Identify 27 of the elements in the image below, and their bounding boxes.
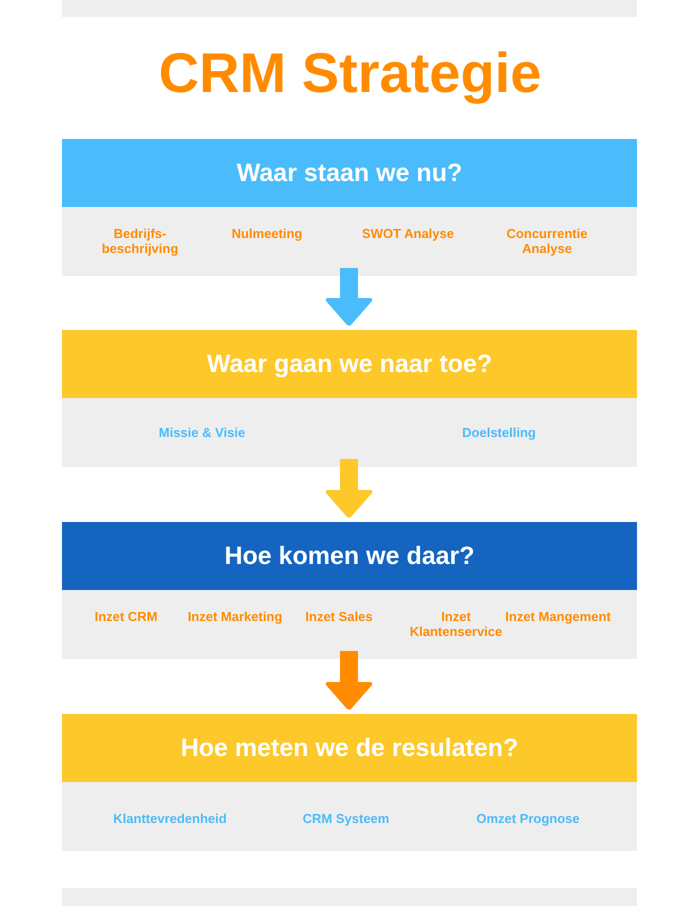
content-panel <box>62 782 637 851</box>
item-label: Nulmeeting <box>230 226 304 241</box>
item-label: Inzet Sales <box>304 609 374 624</box>
item-label: Inzet Mangement <box>504 609 612 624</box>
item-label: Doelstelling <box>461 425 537 440</box>
item-label: Inzet Marketing <box>186 609 284 624</box>
content-panel <box>62 590 637 659</box>
section-header <box>62 139 637 207</box>
title: CRM Strategie <box>158 40 542 105</box>
item-label: Missie & Visie <box>158 425 246 440</box>
item-label: Concurrentie Analyse <box>506 226 588 256</box>
section-title: Waar gaan we naar toe? <box>206 350 492 378</box>
item-label: SWOT Analyse <box>361 226 455 241</box>
content-panel <box>62 398 637 467</box>
section-header <box>62 522 637 590</box>
item-label: CRM Systeem <box>302 811 390 826</box>
section-header <box>62 330 637 398</box>
item-label: Omzet Prognose <box>475 811 581 826</box>
section-header <box>62 714 637 782</box>
section-title: Hoe komen we daar? <box>224 542 475 570</box>
item-label: Inzet Klantenservice <box>408 609 504 639</box>
item-label: Klanttevredenheid <box>112 811 228 826</box>
content-panel <box>62 207 637 276</box>
item-label: Bedrijfs- beschrijving <box>100 226 180 256</box>
section-title: Waar staan we nu? <box>236 158 462 188</box>
item-label: Inzet CRM <box>94 609 158 624</box>
section-title: Hoe meten we de resulaten? <box>180 734 518 762</box>
